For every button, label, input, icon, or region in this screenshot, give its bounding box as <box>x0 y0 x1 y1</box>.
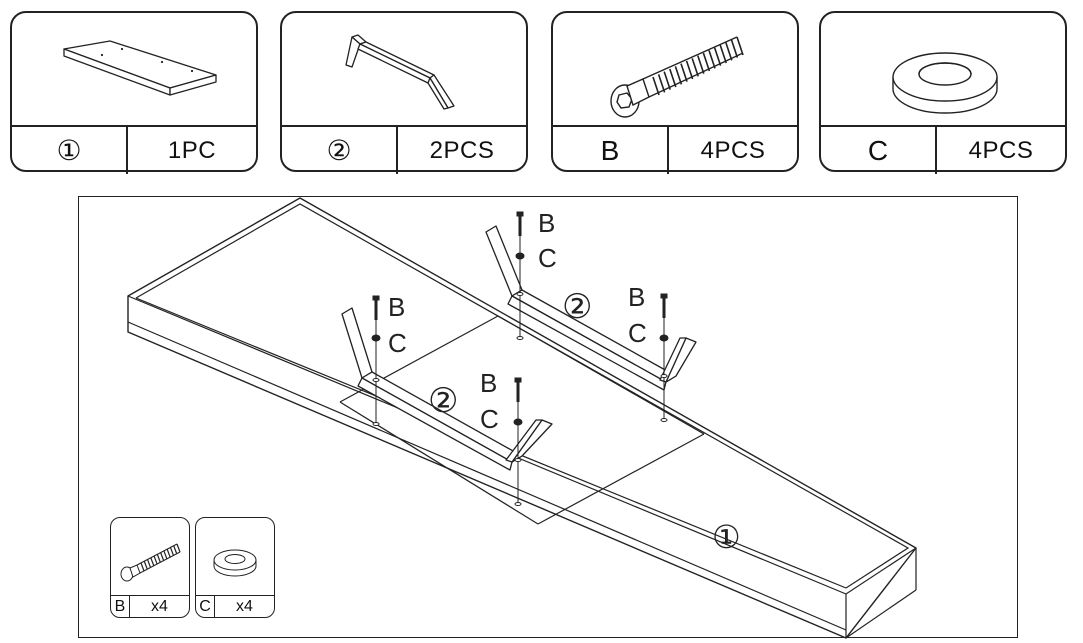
board-icon <box>63 40 217 96</box>
part-row: ① 1PC <box>12 125 256 174</box>
label-board: ① <box>712 519 741 555</box>
label-bolt: B <box>388 292 405 322</box>
part-card-board: ① 1PC <box>10 11 258 174</box>
part-card-leg-frame: ② 2PCS <box>280 11 528 174</box>
label-bolt: B <box>480 368 497 398</box>
part-qty: 1PC <box>167 136 217 164</box>
part-id: B <box>553 127 669 174</box>
part-card-bolt: B 4PCS <box>551 11 799 174</box>
label-washer: C <box>628 318 647 348</box>
label-washer: C <box>480 404 499 434</box>
label-leg-frame: ② <box>562 288 592 326</box>
hardware-id: B <box>111 596 130 617</box>
washer-icon <box>892 52 998 114</box>
part-id: ① <box>12 127 128 174</box>
hardware-card-bolt: B x4 <box>110 517 190 618</box>
bolt-markers <box>371 211 669 426</box>
part-row: ② 2PCS <box>282 125 526 174</box>
assembly-diagram-frame <box>78 196 1018 638</box>
part-id: C <box>821 127 937 174</box>
part-card-washer: C 4PCS <box>819 11 1067 174</box>
part-row: C 4PCS <box>821 125 1065 174</box>
bolt-icon <box>120 543 181 582</box>
part-qty: 2PCS <box>429 136 495 164</box>
label-washer: C <box>388 328 407 358</box>
part-qty: 4PCS <box>700 136 766 164</box>
bolt-icon <box>610 36 744 118</box>
hardware-qty: x4 <box>236 597 253 615</box>
label-leg-frame: ② <box>428 382 458 420</box>
hardware-row: C x4 <box>196 595 274 617</box>
hardware-qty: x4 <box>151 597 168 615</box>
part-row: B 4PCS <box>553 125 797 174</box>
board-top <box>127 197 917 639</box>
leg-frame-back <box>485 225 697 391</box>
hardware-id: C <box>196 596 215 617</box>
leg-frame-icon <box>345 34 455 110</box>
label-washer: C <box>538 243 557 273</box>
hardware-card-washer: C x4 <box>195 517 275 618</box>
hardware-row: B x4 <box>111 595 189 617</box>
leg-frame-front <box>341 307 553 471</box>
washer-icon <box>213 549 257 577</box>
label-bolt: B <box>628 282 645 312</box>
part-id: ② <box>282 127 398 174</box>
label-bolt: B <box>538 208 555 238</box>
part-qty: 4PCS <box>968 136 1034 164</box>
